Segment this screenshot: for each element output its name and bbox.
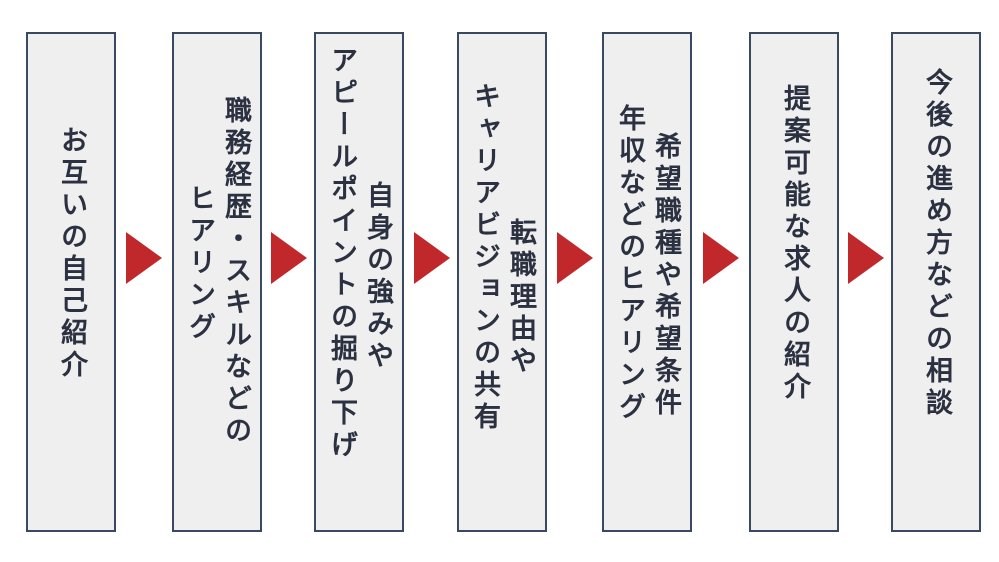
step-6-box: 提案可能な求人の紹介 [749, 32, 839, 532]
step-6-label: 提案可能な求人の紹介 [779, 84, 810, 404]
step-2-label-line-2: ヒアリング [184, 184, 215, 344]
step-1-label: お互いの自己紹介 [56, 126, 87, 382]
step-4-label-line-1: 転職理由や [505, 218, 536, 378]
arrow-5-to-6 [703, 232, 739, 284]
step-5-box: 希望職種や希望条件 年収などのヒアリング [602, 32, 692, 532]
step-4-label-line-2: キャリアビジョンの共有 [469, 82, 500, 434]
step-4-box: 転職理由や キャリアビジョンの共有 [457, 32, 547, 532]
step-7-label: 今後の進め方などの相談 [921, 68, 952, 420]
step-5-label-line-2: 年収などのヒアリング [614, 104, 645, 424]
step-7-box: 今後の進め方などの相談 [891, 32, 981, 532]
arrow-3-to-4 [414, 232, 450, 284]
step-3-label-line-2: アピールポイントの掘り下げ [326, 46, 357, 462]
arrow-1-to-2 [126, 232, 162, 284]
step-2-box: 職務経歴・スキルなどの ヒアリング [172, 32, 262, 532]
step-3-box: 自身の強みや アピールポイントの掘り下げ [314, 32, 404, 532]
step-5-label-line-1: 希望職種や希望条件 [650, 132, 681, 420]
arrow-6-to-7 [848, 232, 884, 284]
arrow-4-to-5 [557, 232, 593, 284]
arrow-2-to-3 [271, 232, 307, 284]
step-1-box: お互いの自己紹介 [26, 32, 116, 532]
step-3-label-line-1: 自身の強みや [362, 181, 393, 373]
step-2-label-line-1: 職務経歴・スキルなどの [220, 96, 251, 448]
